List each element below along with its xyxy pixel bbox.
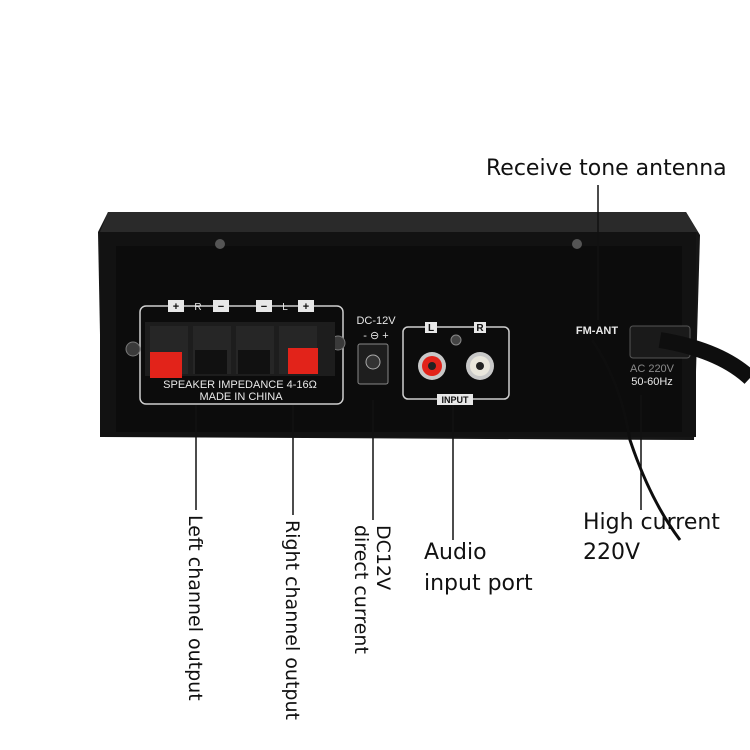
- input-label: INPUT: [442, 395, 470, 405]
- chassis-screw: [572, 239, 582, 249]
- ac-label: AC 220V: [630, 363, 675, 375]
- speaker-terminal-block: + R − − L + SPEAKER IMPEDANCE 4-16Ω MADE…: [125, 300, 346, 405]
- polarity-label: −: [261, 301, 267, 313]
- fm-ac-area: FM-ANT AC 220V 50-60Hz: [576, 325, 750, 541]
- rca-left-label: L: [428, 323, 434, 334]
- chassis-screw: [215, 239, 225, 249]
- callout-left-output: Left channel output: [184, 515, 206, 701]
- amplifier-chassis: [98, 212, 700, 440]
- power-cord: [658, 332, 750, 384]
- callout-dc-line2: direct current: [350, 525, 372, 654]
- polarity-label: R: [194, 302, 201, 313]
- callout-audio-line2: input port: [424, 571, 533, 596]
- callout-right-output: Right channel output: [281, 520, 303, 720]
- callout-high-current-line1: High current: [583, 510, 720, 535]
- dc-label: DC-12V: [356, 315, 396, 327]
- dc-polarity: - ⊖ +: [363, 330, 388, 342]
- freq-label: 50-60Hz: [631, 376, 673, 388]
- callout-antenna: Receive tone antenna: [486, 156, 727, 181]
- dc-input-jack: DC-12V - ⊖ +: [356, 315, 396, 385]
- callout-audio-line1: Audio: [424, 540, 487, 565]
- polarity-label: +: [303, 301, 309, 313]
- antenna-wire: [590, 339, 682, 541]
- callout-dc-line1: DC12V: [372, 525, 394, 591]
- speaker-impedance-label: SPEAKER IMPEDANCE 4-16Ω: [163, 379, 317, 391]
- rca-right-label: R: [476, 323, 484, 334]
- callout-lines: [195, 185, 642, 540]
- polarity-label: L: [282, 302, 288, 313]
- left-plus-clip: [150, 352, 182, 378]
- rca-input-block: L R INPUT: [402, 322, 510, 405]
- right-plus-clip: [288, 348, 318, 374]
- made-in-label: MADE IN CHINA: [199, 391, 283, 403]
- callout-high-current-line2: 220V: [583, 540, 641, 565]
- polarity-label: −: [218, 301, 224, 313]
- fm-ant-label: FM-ANT: [576, 325, 618, 337]
- polarity-label: +: [173, 301, 179, 313]
